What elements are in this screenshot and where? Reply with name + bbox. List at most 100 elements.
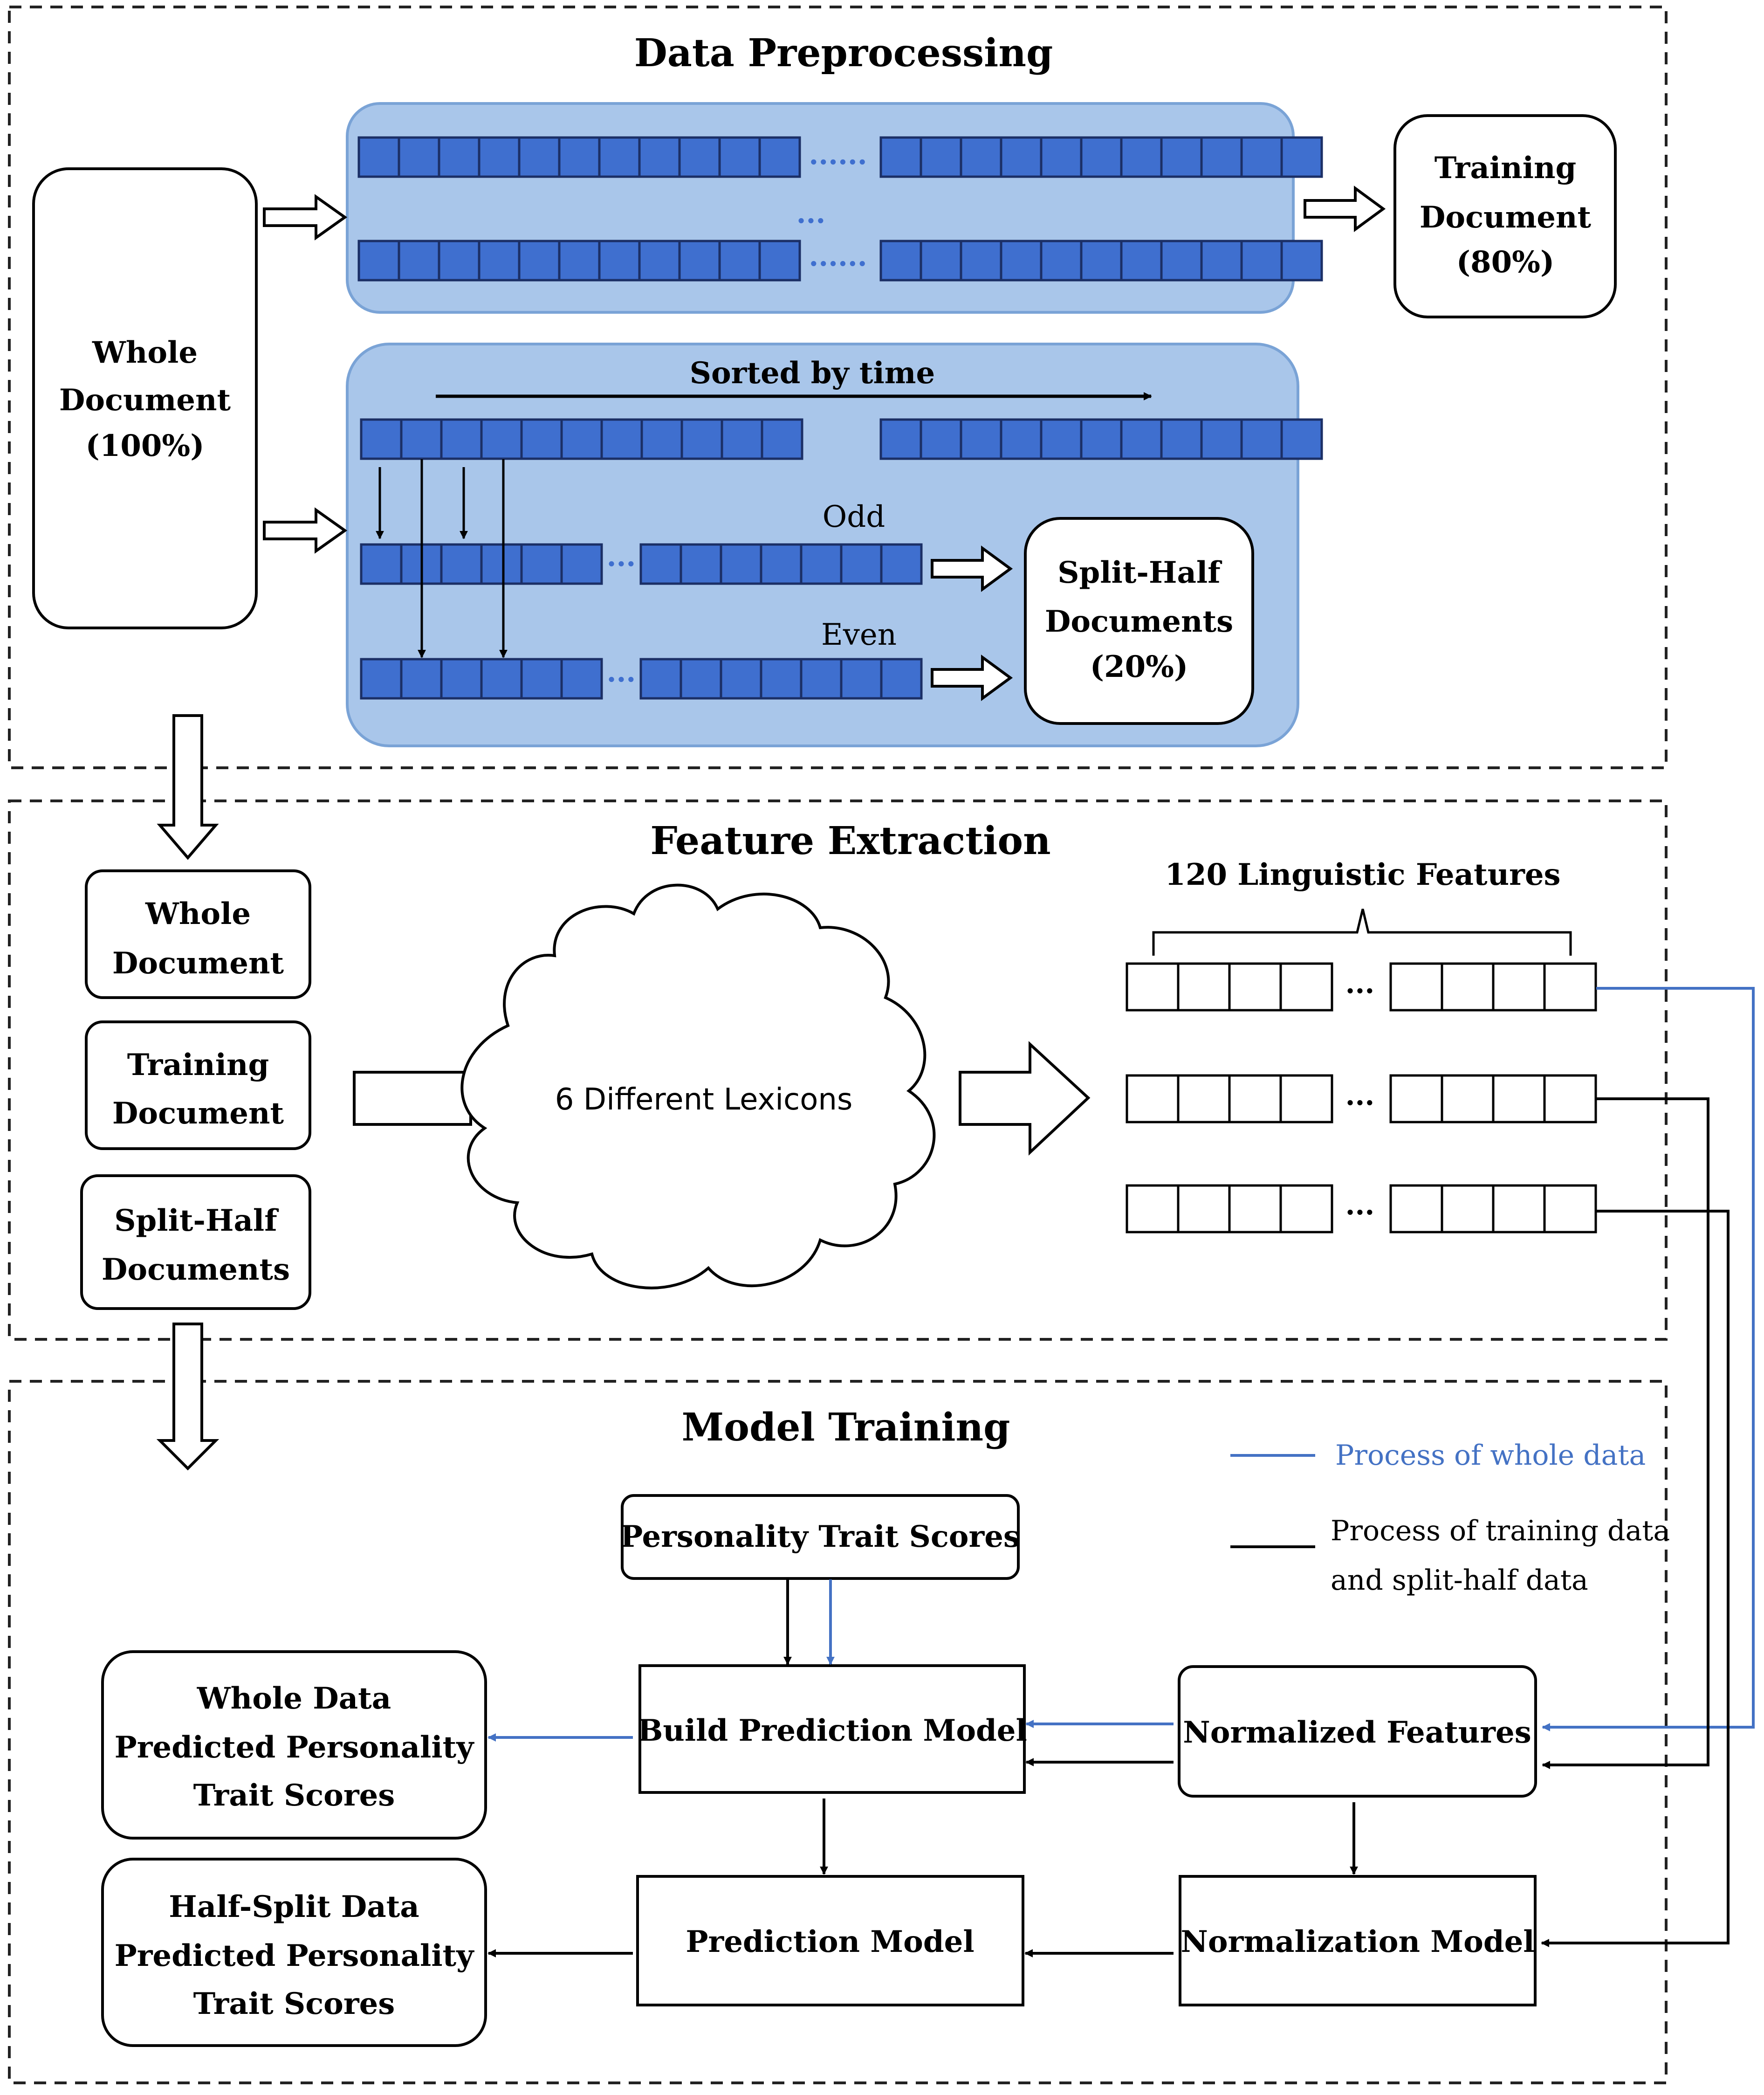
vector-1-ellipsis: ... bbox=[1345, 967, 1375, 1000]
vector-2-left-cell bbox=[1228, 1074, 1282, 1123]
training-row-2-right-cell bbox=[1080, 240, 1123, 282]
even-row-left-cell bbox=[560, 658, 603, 700]
input-split-half-line-1: Split-Half bbox=[114, 1203, 279, 1238]
even-row-right-cell bbox=[760, 658, 803, 700]
training-row-1-left-cell bbox=[678, 136, 721, 178]
whole-document-box: Whole Document (100%) bbox=[32, 167, 258, 629]
training-row-1-left-cell bbox=[398, 136, 440, 178]
input-split-half-documents-box: Split-Half Documents bbox=[80, 1174, 311, 1310]
sorted-row-left-cell bbox=[680, 418, 723, 460]
preprocessing-section-frame bbox=[8, 6, 1668, 769]
training-row-1-left-cell bbox=[638, 136, 681, 178]
odd-row-ellipsis: ... bbox=[607, 540, 636, 573]
input-training-line-2: Document bbox=[112, 1096, 284, 1131]
training-row-2-right-cell bbox=[1240, 240, 1283, 282]
training-row-2-left-cell bbox=[558, 240, 601, 282]
even-row-right-cell bbox=[800, 658, 843, 700]
row-1-ellipsis: ...... bbox=[809, 138, 867, 171]
vector-2-right-cell bbox=[1389, 1074, 1443, 1123]
document-cells-layer bbox=[357, 136, 1323, 700]
odd-row-right-cell bbox=[720, 543, 762, 585]
training-document-line-1: Training bbox=[1435, 151, 1577, 186]
vector-2-right-cell bbox=[1441, 1074, 1495, 1123]
training-row-1-right-cell bbox=[1040, 136, 1083, 178]
training-row-1-left-cell bbox=[438, 136, 480, 178]
training-row-2-left-cell bbox=[438, 240, 480, 282]
training-row-2-right-cell bbox=[1040, 240, 1083, 282]
legend-black-label-line-1: Process of training data bbox=[1331, 1515, 1670, 1547]
hollow-down-arrow-2 bbox=[156, 1323, 220, 1471]
training-row-2-right-cell bbox=[1280, 240, 1323, 282]
legend-black-label-line-2: and split-half data bbox=[1331, 1564, 1588, 1597]
training-row-2-right-cell bbox=[1160, 240, 1203, 282]
vector-3-to-normalization-model-black bbox=[1541, 1210, 1730, 1947]
training-document-line-2: Document bbox=[1420, 200, 1592, 235]
split-half-documents-box: Split-Half Documents (20%) bbox=[1024, 517, 1254, 725]
vector-3-left-cell bbox=[1177, 1184, 1231, 1234]
hollow-arrow-to-training-panel bbox=[263, 194, 348, 241]
odd-row-right-cell bbox=[840, 543, 883, 585]
features-brace bbox=[1152, 909, 1572, 956]
sorted-row-left-cell bbox=[560, 418, 603, 460]
input-whole-document-box: Whole Document bbox=[85, 869, 311, 999]
prediction-model-label: Prediction Model bbox=[686, 1924, 974, 1959]
sorted-row-left-cell bbox=[480, 418, 523, 460]
hollow-arrow-even-to-split-half bbox=[931, 655, 1013, 701]
training-row-1-left-cell bbox=[357, 136, 400, 178]
rows-middle-ellipsis: ... bbox=[796, 197, 826, 230]
sorted-row-right-cell bbox=[1040, 418, 1083, 460]
training-row-1-right-cell bbox=[1200, 136, 1243, 178]
odd-row-right-cell bbox=[800, 543, 843, 585]
half-split-output-box: Half-Split Data Predicted Personality Tr… bbox=[101, 1858, 487, 2047]
extraction-section-frame bbox=[8, 799, 1668, 1341]
odd-row-left-cell bbox=[360, 543, 403, 585]
half-output-line-2: Predicted Personality bbox=[115, 1938, 475, 1973]
vector-3-left-cell bbox=[1126, 1184, 1180, 1234]
sorted-row-right-cell bbox=[1120, 418, 1163, 460]
even-row-left-cell bbox=[520, 658, 563, 700]
normalization-model-label: Normalization Model bbox=[1181, 1924, 1534, 1959]
hollow-arrow-odd-to-split-half bbox=[931, 545, 1013, 592]
build-prediction-model-label: Build Prediction Model bbox=[638, 1713, 1027, 1748]
training-row-1-right-cell bbox=[1120, 136, 1163, 178]
sorted-row-right-cell bbox=[879, 418, 922, 460]
lexicons-label: 6 Different Lexicons bbox=[555, 1082, 853, 1117]
whole-data-output-box: Whole Data Predicted Personality Trait S… bbox=[101, 1650, 487, 1840]
vector-1-right-cell bbox=[1543, 962, 1597, 1012]
vector-1-right-cell bbox=[1389, 962, 1443, 1012]
even-label: Even bbox=[821, 618, 897, 652]
whole-document-line-1: Whole bbox=[92, 335, 198, 370]
sorted-row-right-cell bbox=[1280, 418, 1323, 460]
training-row-1-right-cell bbox=[1240, 136, 1283, 178]
whole-document-line-3: (100%) bbox=[86, 428, 205, 463]
even-row-left-cell bbox=[360, 658, 403, 700]
training-document-line-3: (80%) bbox=[1456, 245, 1554, 280]
training-row-1-left-cell bbox=[758, 136, 801, 178]
training-row-1-left-cell bbox=[598, 136, 641, 178]
training-row-1-right-cell bbox=[960, 136, 1002, 178]
input-split-half-line-2: Documents bbox=[102, 1252, 290, 1287]
personality-trait-scores-label: Personality Trait Scores bbox=[620, 1519, 1020, 1554]
vector-2-right-cell bbox=[1492, 1074, 1546, 1123]
vector-2-to-normalized-black bbox=[1542, 1097, 1709, 1769]
sorted-row-right-cell bbox=[920, 418, 962, 460]
sorted-row-right-cell bbox=[1160, 418, 1203, 460]
vector-3-ellipsis: ... bbox=[1345, 1189, 1375, 1221]
training-row-1-left-cell bbox=[558, 136, 601, 178]
training-row-1-right-cell bbox=[1000, 136, 1043, 178]
prediction-model-box: Prediction Model bbox=[636, 1875, 1024, 2006]
vector-1-to-normalized-blue bbox=[1542, 987, 1755, 1731]
hollow-arrow-to-training-document bbox=[1304, 186, 1386, 232]
odd-label: Odd bbox=[823, 500, 885, 534]
sorted-row-left-cell bbox=[400, 418, 443, 460]
vector-1-left-cell bbox=[1279, 962, 1333, 1012]
vector-1-right-cell bbox=[1492, 962, 1546, 1012]
training-row-2-right-cell bbox=[879, 240, 922, 282]
vector-2-right-cell bbox=[1543, 1074, 1597, 1123]
odd-row-left-cell bbox=[560, 543, 603, 585]
sorted-row-left-cell bbox=[721, 418, 763, 460]
input-training-line-1: Training bbox=[127, 1048, 269, 1082]
vector-3-right-cell bbox=[1441, 1184, 1495, 1234]
normalized-features-label: Normalized Features bbox=[1183, 1715, 1531, 1750]
split-half-line-2: Documents bbox=[1045, 604, 1233, 639]
